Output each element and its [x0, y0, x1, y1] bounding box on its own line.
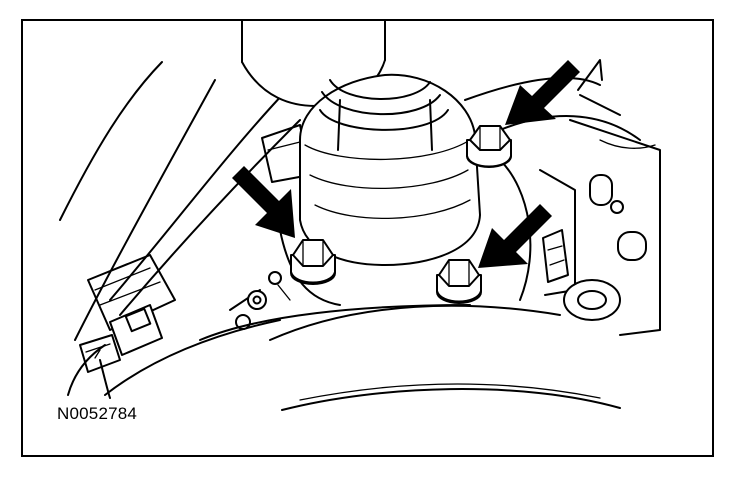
mount-nut-lower-right	[436, 259, 482, 304]
mount-nut-left	[290, 239, 336, 285]
hose-ring	[563, 279, 621, 321]
strut-tower	[229, 76, 641, 341]
body-panel	[59, 61, 311, 396]
arrow-upper-right	[505, 60, 580, 125]
mount-bracket	[539, 59, 661, 336]
arrow-left	[232, 166, 295, 238]
hood-panel	[199, 304, 621, 411]
small-fasteners	[235, 271, 291, 330]
mount-nut-upper-right	[466, 125, 512, 168]
electrical-connector	[79, 304, 163, 399]
arrow-lower-right	[478, 204, 552, 268]
figure-id-label: N0052784	[57, 404, 138, 423]
side-connector	[542, 229, 569, 283]
dust-boot	[299, 73, 481, 266]
